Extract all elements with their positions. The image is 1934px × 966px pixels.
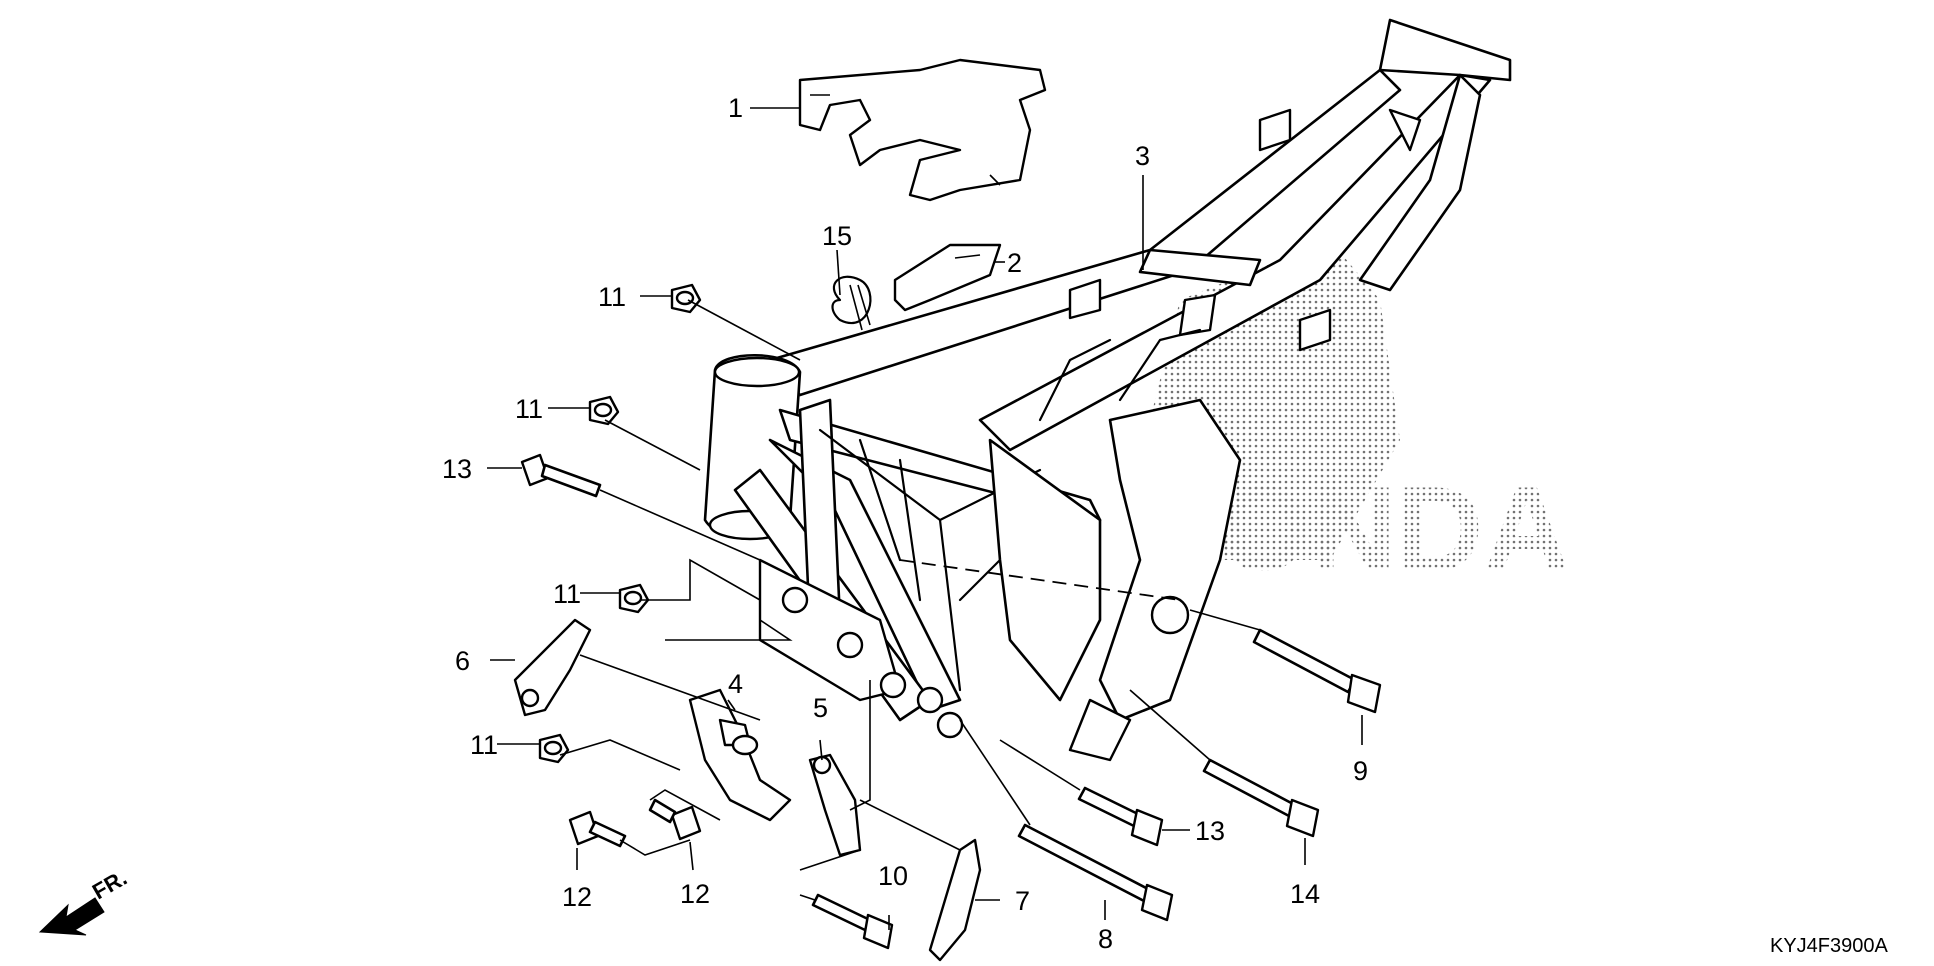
callout-11b: 11 xyxy=(515,394,543,424)
callout-10: 10 xyxy=(878,861,908,891)
callout-3: 3 xyxy=(1135,141,1150,171)
callout-15: 15 xyxy=(822,221,852,251)
bracket-7 xyxy=(928,838,982,962)
callout-6: 6 xyxy=(455,646,470,676)
callout-11c: 11 xyxy=(553,579,581,609)
callout-labels: 1 2 3 4 5 6 7 8 9 10 11 11 11 11 12 12 1… xyxy=(442,93,1368,954)
callout-leaders xyxy=(487,107,1363,930)
assembly-lines xyxy=(559,299,1261,901)
part-1-cover xyxy=(798,58,1047,202)
callout-12a: 12 xyxy=(562,882,592,912)
diagram-code: KYJ4F3900A xyxy=(1770,935,1889,957)
callout-9: 9 xyxy=(1353,756,1368,786)
callout-7: 7 xyxy=(1015,886,1030,916)
callout-5: 5 xyxy=(813,693,828,723)
callout-12b: 12 xyxy=(680,879,710,909)
arrow-left-icon xyxy=(38,897,105,936)
callout-13b: 13 xyxy=(1195,816,1225,846)
bracket-4 xyxy=(688,688,792,822)
main-frame xyxy=(703,18,1512,762)
callout-13a: 13 xyxy=(442,454,472,484)
part-2-plate xyxy=(893,243,1002,312)
part-15-band xyxy=(831,275,872,331)
bracket-6 xyxy=(513,618,592,717)
bracket-5 xyxy=(808,753,862,857)
callout-2: 2 xyxy=(1007,248,1022,278)
bolts xyxy=(520,453,1382,950)
callout-11a: 11 xyxy=(598,282,626,312)
callout-1: 1 xyxy=(728,93,743,123)
callout-4: 4 xyxy=(728,669,743,699)
callout-8: 8 xyxy=(1098,924,1113,954)
front-direction-indicator: FR. xyxy=(38,865,131,936)
callout-14: 14 xyxy=(1290,879,1320,909)
callout-11d: 11 xyxy=(470,730,498,760)
